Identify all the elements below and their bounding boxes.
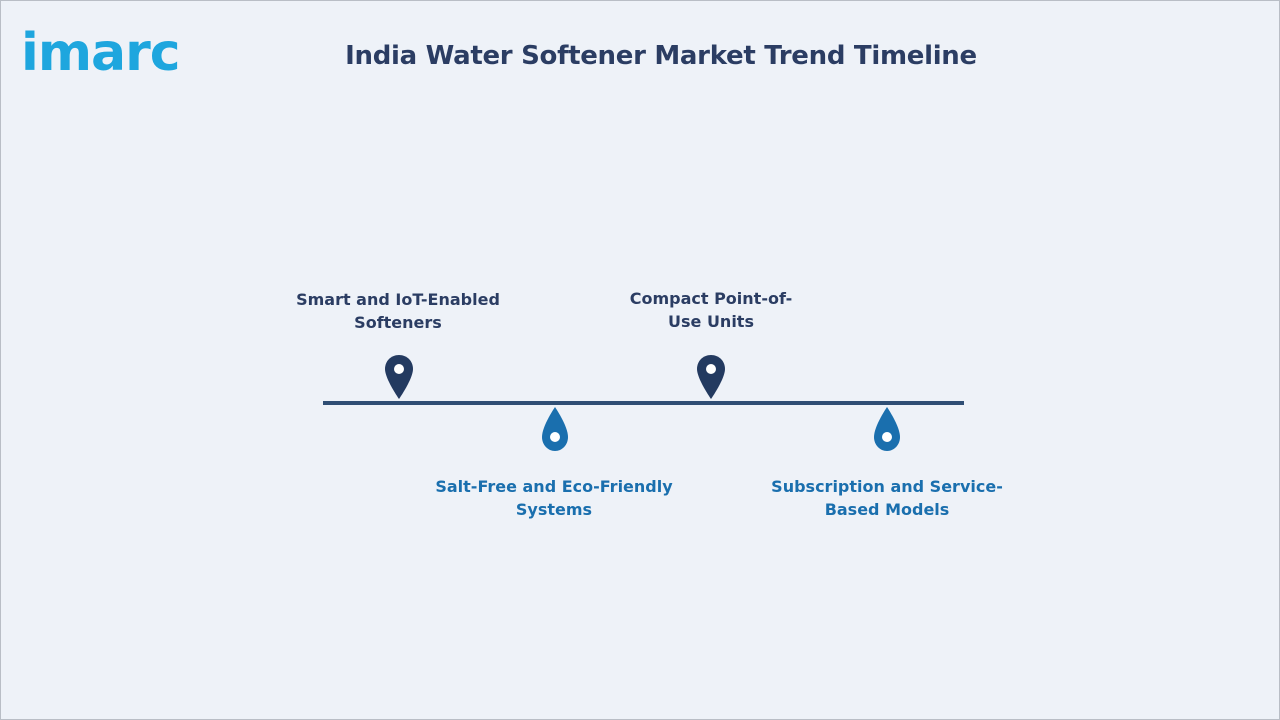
timeline-line — [323, 401, 964, 405]
timeline-label-smart-iot: Smart and IoT-Enabled Softeners — [278, 288, 518, 334]
label-line: Based Models — [824, 500, 950, 519]
water-drop-icon — [873, 406, 901, 452]
label-line: Smart and IoT-Enabled — [296, 290, 500, 309]
map-pin-icon — [696, 354, 726, 400]
timeline-label-compact-pou: Compact Point-of- Use Units — [591, 287, 831, 333]
water-drop-icon — [541, 406, 569, 452]
timeline-label-subscription: Subscription and Service- Based Models — [767, 475, 1007, 521]
label-line: Systems — [515, 500, 593, 519]
label-line: Use Units — [668, 312, 754, 331]
label-line: Subscription and Service- — [771, 477, 1003, 496]
label-line: Salt-Free and Eco-Friendly — [435, 477, 673, 496]
imarc-logo: imarc — [21, 15, 203, 81]
label-line: Compact Point-of- — [629, 289, 793, 308]
logo-text: imarc — [21, 23, 181, 83]
map-pin-icon — [384, 354, 414, 400]
label-line: Softeners — [354, 313, 442, 332]
timeline-label-salt-free: Salt-Free and Eco-Friendly Systems — [434, 475, 674, 521]
page-title: India Water Softener Market Trend Timeli… — [345, 41, 977, 71]
